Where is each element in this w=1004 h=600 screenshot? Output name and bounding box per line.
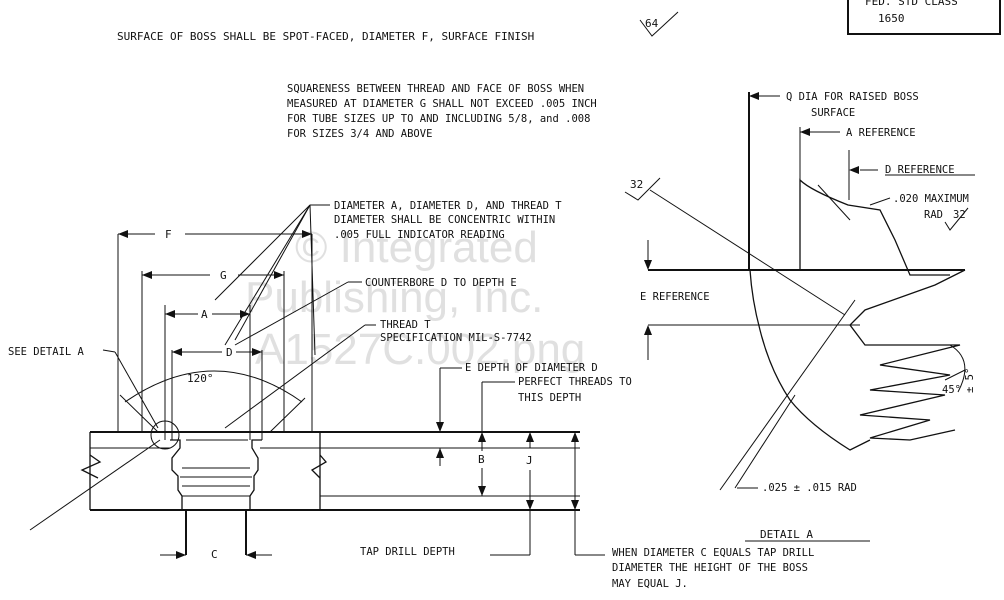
dimension-g: G	[141, 269, 285, 432]
dimension-d: D	[171, 346, 263, 440]
dimension-f: F	[117, 228, 313, 432]
max-rad-1: .020 MAXIMUM	[893, 193, 969, 205]
dimension-d-label: D	[226, 346, 233, 359]
concentric-line-2: DIAMETER SHALL BE CONCENTRIC WITHIN	[334, 214, 555, 226]
dimension-g-label: G	[220, 269, 227, 282]
watermark-line-2: Publishing, Inc.	[245, 273, 543, 322]
surface-finish-symbol: 64	[639, 11, 679, 37]
angle-120-label: 120°	[187, 372, 214, 385]
detail-title: DETAIL A	[760, 528, 813, 541]
angle-120: 120°	[119, 370, 306, 433]
squareness-note: SQUARENESS BETWEEN THREAD AND FACE OF BO…	[287, 83, 597, 140]
dimension-f-label: F	[165, 228, 172, 241]
a-ref: A REFERENCE	[846, 127, 916, 139]
dimension-j-label: J	[526, 454, 533, 467]
squareness-line-2: MEASURED AT DIAMETER G SHALL NOT EXCEED …	[287, 98, 597, 110]
boss-height-2: DIAMETER THE HEIGHT OF THE BOSS	[612, 562, 808, 574]
surface-finish-value: 64	[645, 17, 659, 30]
dimension-j: J TAP DRILL DEPTH	[360, 432, 534, 558]
counterbore-note: COUNTERBORE D TO DEPTH E	[365, 277, 517, 289]
thread-note-1: THREAD T	[380, 319, 431, 331]
see-detail-a: SEE DETAIL A	[8, 346, 85, 358]
thread-note-2: SPECIFICATION MIL-S-7742	[380, 332, 532, 344]
dimension-b: B PERFECT THREADS TO THIS DEPTH	[320, 376, 632, 497]
detail-a: Q DIA FOR RAISED BOSS SURFACE A REFERENC…	[624, 91, 976, 542]
dimension-e: E DEPTH OF DIAMETER D	[436, 362, 598, 466]
concentric-note: DIAMETER A, DIAMETER D, AND THREAD T DIA…	[214, 200, 562, 356]
dimension-c-label: C	[211, 548, 218, 561]
title-block: FED. STD CLASS 1650	[847, 0, 1001, 35]
angle-tol: ± 5°	[964, 368, 976, 393]
watermark-line-1: © Integrated	[295, 223, 538, 272]
dimension-a: A	[164, 305, 251, 440]
boss-height-1: WHEN DIAMETER C EQUALS TAP DRILL	[612, 547, 814, 559]
squareness-line-4: FOR SIZES 3/4 AND ABOVE	[287, 128, 432, 140]
boss-height-3: MAY EQUAL J.	[612, 578, 688, 590]
q-dia-1: Q DIA FOR RAISED BOSS	[786, 91, 919, 103]
concentric-line-1: DIAMETER A, DIAMETER D, AND THREAD T	[334, 200, 562, 212]
boss-height-dim: WHEN DIAMETER C EQUALS TAP DRILL DIAMETE…	[571, 432, 814, 590]
finish-left: 32	[630, 178, 643, 191]
d-ref: D REFERENCE	[885, 164, 955, 176]
title-block-class: FED. STD CLASS	[865, 0, 958, 8]
q-dia-2: SURFACE	[811, 107, 855, 119]
dimension-c: C	[160, 548, 272, 561]
rad-note: .025 ± .015 RAD	[762, 482, 857, 494]
e-ref: E REFERENCE	[640, 291, 710, 303]
perfect-threads-2: THIS DEPTH	[518, 392, 581, 404]
tap-drill-depth: TAP DRILL DEPTH	[360, 546, 455, 558]
squareness-line-1: SQUARENESS BETWEEN THREAD AND FACE OF BO…	[287, 83, 584, 95]
surface-note: SURFACE OF BOSS SHALL BE SPOT-FACED, DIA…	[117, 30, 534, 43]
boss-section	[80, 420, 580, 555]
dimension-b-label: B	[478, 453, 485, 466]
dimension-a-label: A	[201, 308, 208, 321]
squareness-line-3: FOR TUBE SIZES UP TO AND INCLUDING 5/8, …	[287, 113, 590, 125]
max-rad-finish: 32	[953, 209, 966, 221]
depth-d-note: E DEPTH OF DIAMETER D	[465, 362, 598, 374]
watermark: © Integrated Publishing, Inc. A1527C.002…	[245, 223, 585, 374]
title-block-number: 1650	[878, 12, 905, 25]
max-rad-2: RAD	[924, 209, 943, 221]
perfect-threads-1: PERFECT THREADS TO	[518, 376, 632, 388]
angle-45: 45°	[942, 384, 961, 396]
concentric-line-3: .005 FULL INDICATOR READING	[334, 229, 505, 241]
